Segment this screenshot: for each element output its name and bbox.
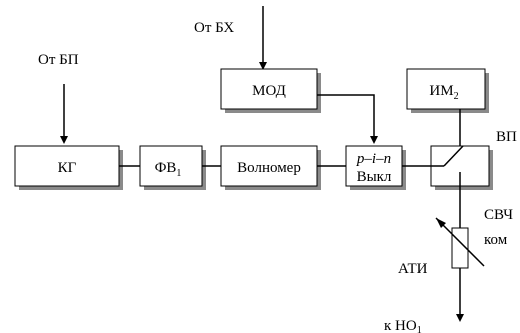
label-from-bh: От БХ	[194, 20, 234, 36]
attenuator-adjust-line	[435, 217, 485, 267]
pin-label: p–i–n	[356, 151, 391, 167]
to-ho1-label: к НО1	[384, 318, 422, 333]
label-from-bp: От БП	[38, 52, 79, 68]
ati-label: АТИ	[398, 261, 428, 277]
wavemeter-block: Волномер	[220, 145, 321, 190]
kg-block: КГ	[14, 145, 123, 190]
attenuator-arrowhead	[436, 218, 446, 228]
vp-label: ВП	[496, 129, 517, 145]
fv1-block: ФВ1	[139, 145, 206, 190]
im2-block: ИМ2	[406, 68, 489, 113]
switch-label: Выкл	[357, 169, 392, 185]
kg-label: КГ	[58, 160, 77, 176]
vp-block	[430, 145, 493, 190]
mod-block: МОД	[220, 68, 321, 113]
switch-blade	[443, 145, 464, 167]
mod-label: МОД	[252, 83, 286, 99]
arrow-mod-to-pin	[317, 94, 378, 144]
im2-label: ИМ2	[429, 83, 458, 102]
pin-switch-block: p–i–n Выкл	[345, 145, 406, 190]
svch-label: СВЧ	[484, 207, 513, 223]
kom-label: ком	[484, 232, 508, 248]
wavemeter-label: Волномер	[237, 160, 301, 176]
ati-attenuator	[435, 217, 485, 269]
fv1-label: ФВ1	[155, 160, 182, 179]
